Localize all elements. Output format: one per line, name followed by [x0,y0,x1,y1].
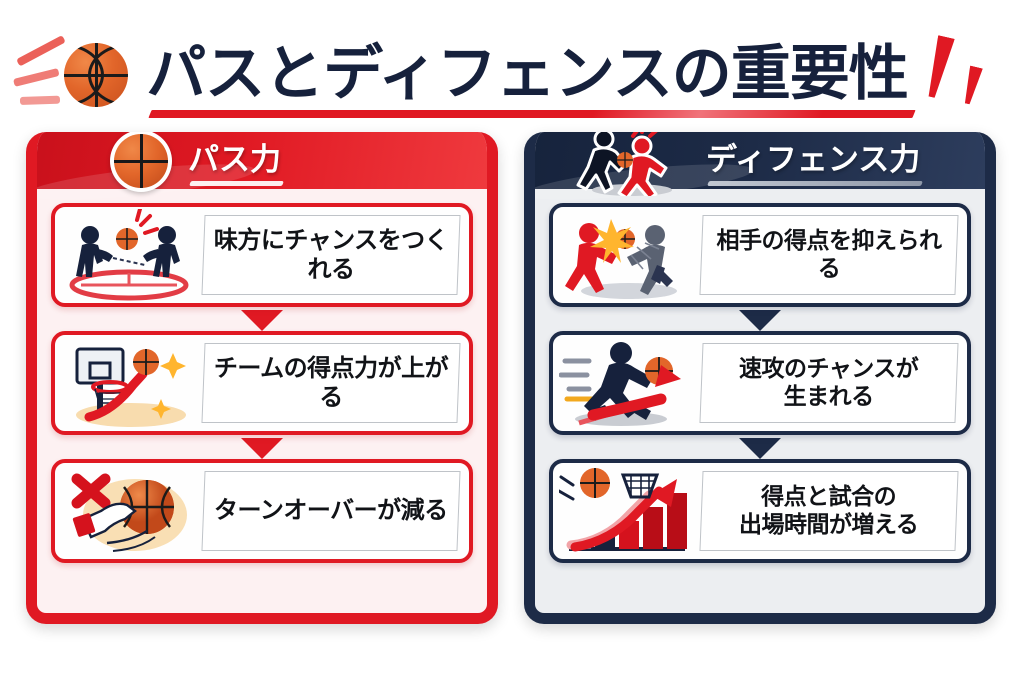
list-item-label: 速攻のチャンスが 生まれる [739,355,919,410]
flow-arrow-down [51,309,473,331]
list-item-text-box: 速攻のチャンスが 生まれる [699,343,959,423]
list-item-label: チームの得点力が上がる [213,353,449,411]
panel-defense-body: 相手の得点を抑えられる [535,189,985,575]
panel-defense: ディフェンス力 [524,132,996,624]
panels-container: パス力 [0,132,1024,632]
hand-ball-cross-icon [61,465,197,557]
list-item-label: 味方にチャンスをつくれる [213,225,449,283]
list-item[interactable]: 味方にチャンスをつくれる [51,203,473,307]
title-underline [148,110,916,118]
block-steal-players-icon [559,209,695,301]
list-item-text-box: ターンオーバーが減る [201,471,461,551]
title-text-wrap: パスとディフェンスの重要性 [146,39,916,118]
two-players-passing-icon [61,207,197,301]
fast-break-runner-icon [558,337,695,429]
list-item-label: ターンオーバーが減る [214,496,448,525]
panel-pass: パス力 [26,132,498,624]
list-item[interactable]: 得点と試合の 出場時間が増える [549,459,971,563]
bar-chart-growth-icon [557,465,695,557]
list-item[interactable]: ターンオーバーが減る [51,459,473,563]
page-title: パスとディフェンスの重要性 [0,22,1024,126]
panel-defense-header: ディフェンス力 [535,132,985,207]
panel-defense-header-defender-icon [570,132,690,201]
list-item[interactable]: 相手の得点を抑えられる [549,203,971,307]
title-accent-marks [908,29,1018,119]
flow-arrow-down [549,437,971,459]
list-item-text-box: チームの得点力が上がる [201,343,461,423]
panel-pass-header-label: パス力 [188,141,281,178]
flow-arrow-down [51,437,473,459]
title-basketball-icon [6,29,146,119]
list-item-label: 相手の得点を抑えられる [716,227,942,282]
list-item[interactable]: 速攻のチャンスが 生まれる [549,331,971,435]
list-item-text-box: 相手の得点を抑えられる [699,215,959,295]
list-item-text-box: 味方にチャンスをつくれる [201,215,461,295]
panel-pass-header: パス力 [37,132,487,207]
panel-pass-body: 味方にチャンスをつくれる [37,189,487,575]
panel-pass-header-basketball-icon [37,132,172,192]
hoop-rising-arrow-icon [61,337,197,429]
list-item-text-box: 得点と試合の 出場時間が増える [699,471,959,551]
list-item-label: 得点と試合の 出場時間が増える [739,483,919,538]
panel-defense-header-label: ディフェンス力 [706,141,921,178]
page-title-text: パスとディフェンスの重要性 [146,39,909,109]
list-item[interactable]: チームの得点力が上がる [51,331,473,435]
flow-arrow-down [549,309,971,331]
